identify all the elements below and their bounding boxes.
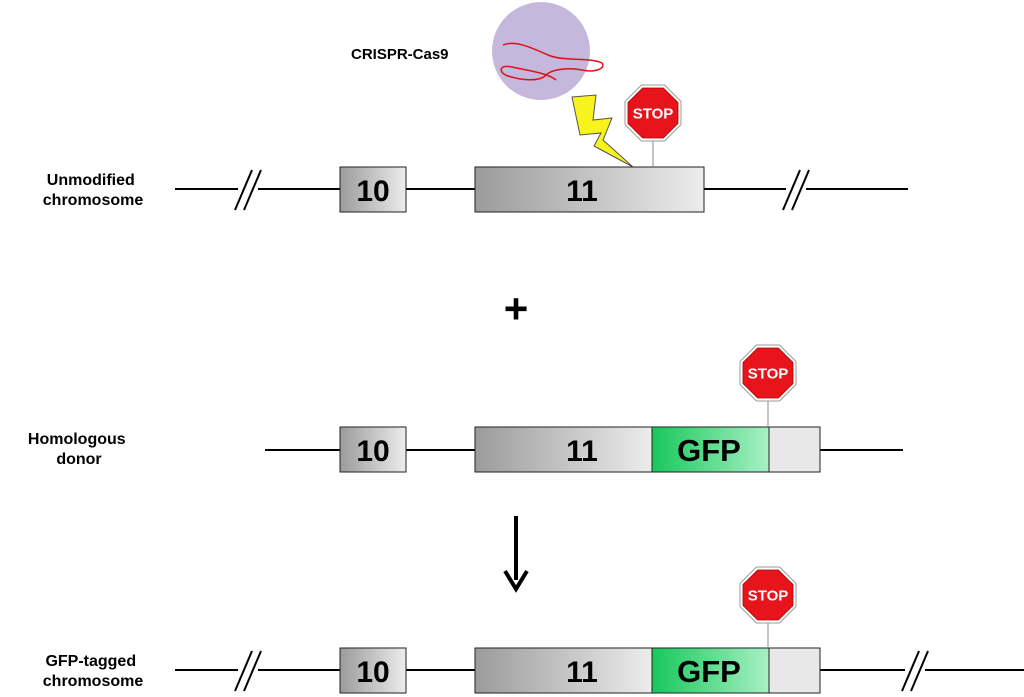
- exon-11-box: [474, 426, 653, 473]
- gfp-label: GFP: [677, 654, 741, 689]
- plus-sign: +: [504, 285, 529, 332]
- stop-sign-icon: STOP: [739, 344, 797, 402]
- guide-rna: [500, 42, 604, 81]
- exon-11-label: 11: [566, 175, 598, 208]
- exon-10-label: 10: [356, 656, 389, 689]
- crispr-cas9-label: CRISPR-Cas9: [351, 46, 449, 63]
- cas9-protein: [492, 2, 590, 100]
- tagged-label-line1: GFP-tagged: [45, 653, 136, 670]
- exon-10-label: 10: [356, 435, 389, 468]
- lightning-bolt-icon: [571, 94, 634, 168]
- exon-10-label: 10: [356, 175, 389, 208]
- tagged-label-line2: chromosome: [43, 673, 144, 690]
- stop-sign-icon: STOP: [624, 84, 682, 142]
- donor-label-line2: donor: [56, 451, 101, 468]
- break-mark: [234, 169, 262, 211]
- stop-sign-icon: STOP: [739, 566, 797, 624]
- stop-sign-label: STOP: [633, 106, 674, 123]
- exon-11-box: [474, 647, 653, 694]
- exon-11-label: 11: [566, 435, 598, 468]
- stop-sign-label: STOP: [748, 588, 789, 605]
- exon-11-tail-box: [768, 426, 821, 473]
- unmodified-chromosome-row: Unmodified chromosome 10 11 STOP: [43, 84, 908, 213]
- down-arrow-icon: [503, 516, 529, 593]
- exon-11-tail-box: [768, 647, 821, 694]
- gfp-box: [651, 647, 770, 694]
- stop-sign-label: STOP: [748, 366, 789, 383]
- break-mark: [782, 169, 810, 211]
- break-mark: [234, 650, 262, 692]
- gfp-tagged-chromosome-label: GFP-tagged chromosome: [43, 653, 144, 690]
- gfp-tagged-chromosome-row: GFP-tagged chromosome 10 11 GFP STOP: [43, 566, 1024, 694]
- unmodified-chromosome-label: Unmodified chromosome: [43, 172, 144, 209]
- exon-11-box: [474, 166, 705, 213]
- exon-10-box: [339, 426, 407, 473]
- exon-11-label: 11: [566, 656, 598, 689]
- donor-label-line1: Homologous: [28, 431, 126, 448]
- crispr-cas9-complex: CRISPR-Cas9: [351, 2, 604, 100]
- gfp-label: GFP: [677, 433, 741, 468]
- gfp-box: [651, 426, 770, 473]
- unmodified-label-line1: Unmodified: [47, 172, 135, 189]
- unmodified-label-line2: chromosome: [43, 192, 144, 209]
- exon-10-box: [339, 647, 407, 694]
- exon-10-box: [339, 166, 407, 213]
- break-mark: [901, 650, 929, 692]
- homologous-donor-row: Homologous donor 10 11 GFP STOP: [28, 344, 903, 473]
- homologous-donor-label: Homologous donor: [28, 431, 130, 468]
